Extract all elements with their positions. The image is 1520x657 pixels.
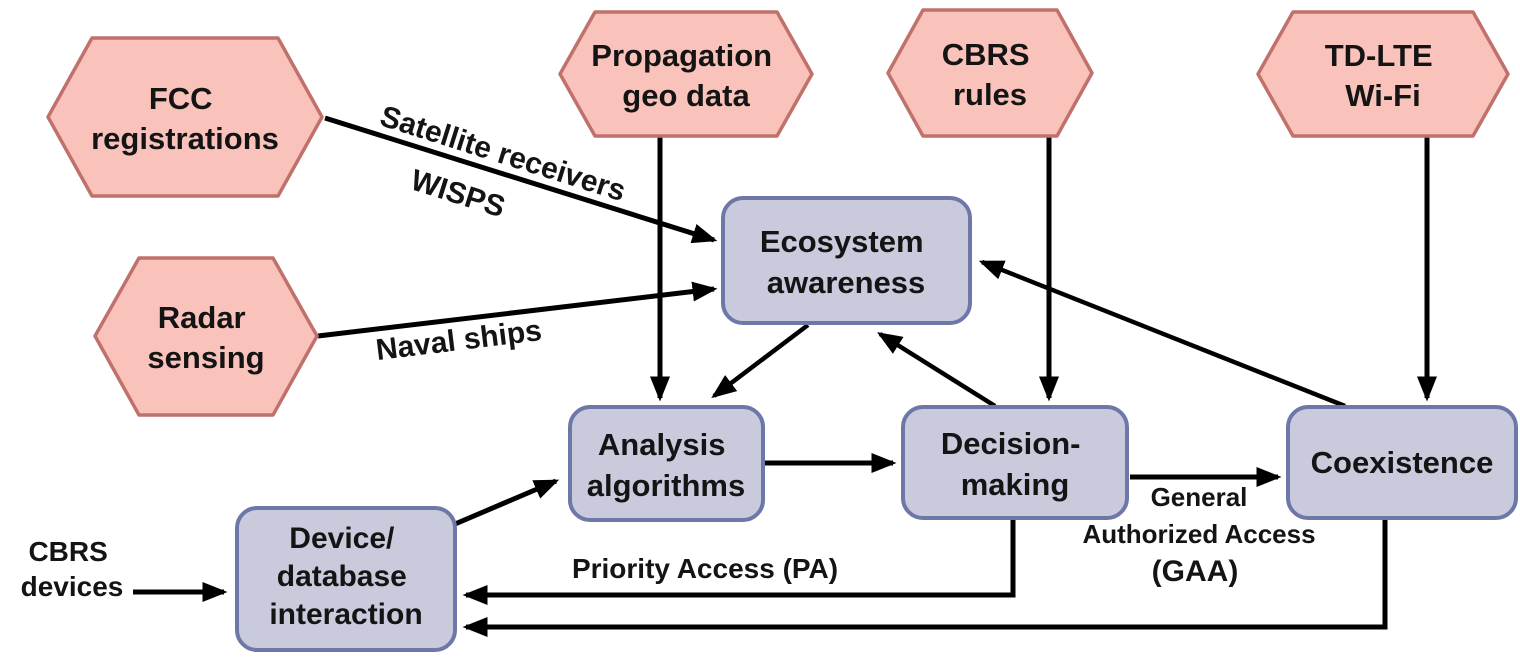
ecosystem-label: Ecosystem awareness	[760, 224, 932, 300]
hexagon-fcc-registrations	[46, 36, 324, 198]
cbrs-rules-label: CBRS rules	[942, 37, 1038, 112]
arrow-ecosystem-to-analysis	[711, 323, 810, 399]
hexagon-nodes: FCC registrations Propagation geo data C…	[46, 8, 1510, 417]
label-gaa-line3: (GAA)	[1152, 555, 1239, 588]
box-ecosystem-awareness	[721, 196, 972, 325]
box-analysis-algorithms	[568, 405, 765, 522]
device-label: Device/ database interaction	[269, 522, 422, 631]
box-coexistence	[1286, 405, 1518, 520]
coexistence-label: Coexistence	[1311, 445, 1494, 480]
radar-label: Radar sensing	[147, 300, 264, 375]
label-gaa-line2: Authorized Access	[1082, 519, 1315, 549]
box-decision-making	[901, 405, 1129, 520]
arrow-coexistence-to-device-gaa	[462, 518, 1388, 637]
label-priority-access: Priority Access (PA)	[572, 553, 838, 584]
box-device-database-interaction	[235, 506, 457, 652]
fcc-label: FCC registrations	[91, 81, 279, 156]
hexagon-td-lte-wifi	[1256, 10, 1510, 138]
hexagon-propagation-geo-data	[558, 10, 814, 138]
arrow-device-to-analysis	[447, 478, 560, 530]
arrow-fcc-to-ecosystem	[324, 115, 718, 244]
analysis-label: Analysis algorithms	[587, 427, 745, 503]
propagation-label: Propagation geo data	[591, 38, 780, 113]
process-boxes: Ecosystem awareness Analysis algorithms …	[235, 196, 1518, 652]
label-gaa-line1: General	[1151, 482, 1248, 512]
label-cbrs-devices: CBRS devices	[21, 536, 124, 602]
label-naval-ships: Naval ships	[374, 314, 544, 367]
arrow-coexistence-to-ecosystem	[978, 259, 1346, 409]
hexagon-cbrs-rules	[886, 8, 1094, 138]
arrow-decision-to-device-pa	[462, 518, 1016, 605]
td-lte-label: TD-LTE Wi-Fi	[1325, 38, 1442, 113]
edges	[133, 115, 1437, 637]
hexagon-radar-sensing	[93, 256, 319, 417]
arrow-radar-to-ecosystem	[317, 281, 718, 339]
decision-label: Decision- making	[941, 426, 1089, 502]
arrow-decision-to-ecosystem	[877, 332, 997, 408]
